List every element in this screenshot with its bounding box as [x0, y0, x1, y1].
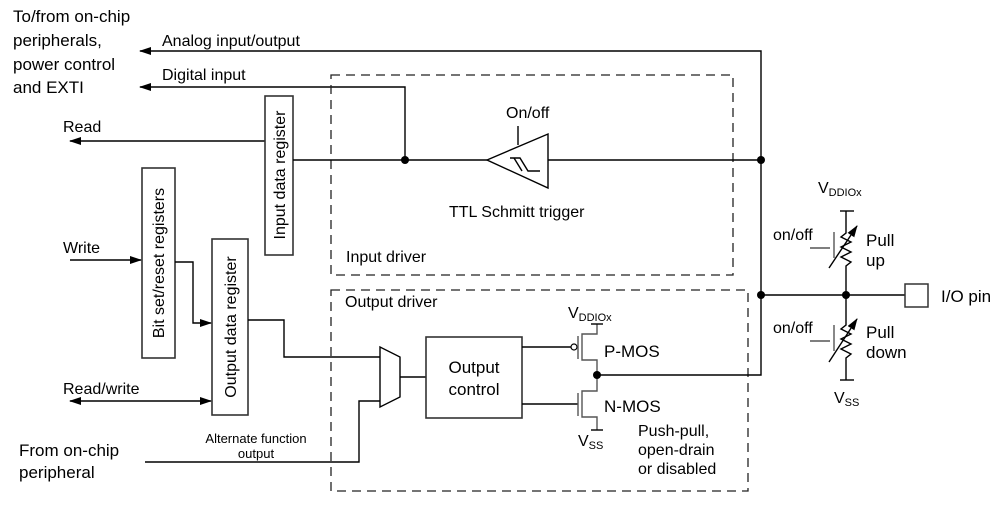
- analog-io-label: Analog input/output: [162, 33, 300, 50]
- multiplexer-icon: [379, 345, 401, 409]
- external-label-line: and EXTI: [13, 78, 84, 97]
- output-driver-boundary: [330, 289, 749, 492]
- schmitt-trigger: On/off TTL Schmitt trigger: [449, 105, 585, 221]
- external-peripherals-label: To/from on-chip peripherals, power contr…: [13, 7, 130, 97]
- analog-io-wire: [139, 47, 762, 295]
- input-driver-label: Input driver: [346, 249, 427, 266]
- junction-dot: [593, 371, 601, 379]
- read-write-label: Read/write: [63, 381, 140, 398]
- pmos-supply-label: VDDIOx: [568, 305, 612, 324]
- input-data-register-label: Input data register: [272, 110, 289, 240]
- pmos-transistor: VDDIOx P-MOS: [522, 305, 660, 374]
- external-label-line: power control: [13, 55, 115, 74]
- nmos-label: N-MOS: [604, 397, 661, 416]
- output-mode-line: or disabled: [638, 461, 716, 478]
- alt-function-label: Alternate function: [205, 431, 306, 446]
- pull-up-label: Pull: [866, 231, 894, 250]
- nmos-transistor: VSS N-MOS: [522, 374, 661, 452]
- output-data-register-label: Output data register: [223, 256, 240, 398]
- output-node-wire: [597, 295, 762, 376]
- io-pin-icon: [904, 283, 929, 308]
- pull-down-ground-label: VSS: [834, 390, 859, 409]
- output-mode-line: Push-pull,: [638, 423, 709, 440]
- digital-input-signal: Digital input: [139, 67, 406, 160]
- pull-down-label: Pull: [866, 323, 894, 342]
- pmos-channel: [581, 324, 598, 374]
- write-label: Write: [63, 240, 100, 257]
- pull-down-resistor: on/off Pull down VSS: [773, 295, 907, 409]
- output-driver-block: Output driver: [330, 289, 749, 492]
- hysteresis-icon: [510, 157, 540, 172]
- read-label: Read: [63, 119, 101, 136]
- pull-up-resistor: VDDIOx on/off Pull up: [773, 180, 894, 295]
- pull-down-switch-label: on/off: [773, 320, 813, 337]
- output-mode-line: open-drain: [638, 442, 715, 459]
- peripheral-label-line: From on-chip: [19, 441, 119, 460]
- output-data-register: Output data register: [211, 238, 249, 416]
- pull-up-switch-label: on/off: [773, 227, 813, 244]
- read-write-signal: Read/write: [63, 381, 212, 405]
- output-control-label: control: [448, 380, 499, 399]
- alt-function-wire: [145, 400, 380, 463]
- schmitt-enable-label: On/off: [506, 105, 550, 122]
- pull-up-label: up: [866, 251, 885, 270]
- input-data-register: Input data register: [264, 95, 294, 256]
- output-control-box: [425, 336, 523, 419]
- bit-set-reset-registers: Bit set/reset registers: [141, 167, 176, 359]
- peripheral-label-line: peripheral: [19, 463, 95, 482]
- read-signal: Read: [63, 119, 265, 145]
- pull-down-label: down: [866, 343, 907, 362]
- pull-down-resistor-icon: [839, 295, 853, 380]
- pull-up-variable-arrow-icon: [828, 225, 858, 269]
- odr-to-mux-wire: [248, 319, 380, 358]
- external-label-line: To/from on-chip: [13, 7, 130, 26]
- bsr-to-odr-wire: [175, 261, 212, 327]
- pull-up-resistor-icon: [839, 211, 853, 295]
- output-control-label: Output: [448, 358, 499, 377]
- junction-dot: [757, 156, 765, 164]
- analog-io-signal: Analog input/output: [139, 33, 762, 295]
- output-data-register-box: [211, 238, 249, 416]
- pmos-label: P-MOS: [604, 342, 660, 361]
- bit-set-reset-box: [141, 167, 176, 359]
- hysteresis-icon-line: [513, 157, 523, 172]
- digital-input-wire: [139, 83, 406, 160]
- schmitt-trigger-label: TTL Schmitt trigger: [449, 204, 585, 221]
- input-driver-block: Input driver: [330, 74, 734, 276]
- pmos-inversion-bubble: [570, 343, 578, 351]
- bit-set-reset-label: Bit set/reset registers: [151, 188, 168, 338]
- input-data-register-box: [264, 95, 294, 256]
- digital-input-label: Digital input: [162, 67, 246, 84]
- output-modes-text: Push-pull, open-drain or disabled: [638, 423, 716, 478]
- output-driver-label: Output driver: [345, 294, 438, 311]
- pull-up-supply-label: VDDIOx: [818, 180, 862, 199]
- junction-dot: [757, 291, 765, 299]
- alt-function-label: output: [238, 446, 275, 461]
- write-signal: Write: [63, 240, 142, 264]
- input-driver-boundary: [330, 74, 734, 276]
- pull-down-variable-arrow-icon: [828, 318, 858, 363]
- io-pin-label: I/O pin: [941, 287, 991, 306]
- nmos-ground-label: VSS: [578, 433, 603, 452]
- output-control-block: Output control: [425, 336, 523, 419]
- peripheral-signal: From on-chip peripheral Alternate functi…: [19, 400, 380, 482]
- nmos-channel: [581, 374, 598, 430]
- junction-dot: [401, 156, 409, 164]
- external-label-line: peripherals,: [13, 31, 102, 50]
- schmitt-trigger-buffer-icon: [485, 132, 549, 190]
